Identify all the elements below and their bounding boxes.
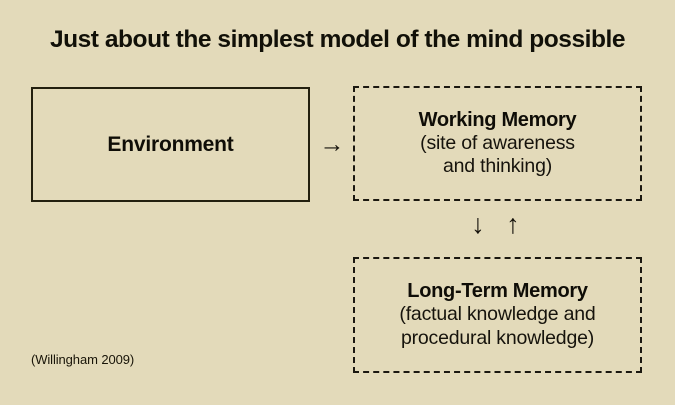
working-memory-title: Working Memory bbox=[418, 108, 577, 131]
arrow-down-icon: ↓ bbox=[471, 209, 485, 239]
page-title: Just about the simplest model of the min… bbox=[49, 26, 626, 53]
long-term-memory-subtitle-line-1: (factual knowledge and bbox=[399, 303, 596, 326]
long-term-memory-subtitle: (factual knowledge and procedural knowle… bbox=[399, 303, 595, 350]
environment-box: Environment bbox=[31, 87, 310, 202]
working-memory-box: Working Memory (site of awareness and th… bbox=[353, 86, 642, 201]
arrow-up-icon: ↑ bbox=[506, 209, 520, 239]
long-term-memory-title: Long-Term Memory bbox=[407, 280, 588, 303]
working-memory-subtitle-line-2: and thinking) bbox=[442, 155, 553, 177]
long-term-memory-subtitle-line-2: procedural knowledge) bbox=[400, 326, 595, 349]
long-term-memory-box: Long-Term Memory (factual knowledge and … bbox=[353, 257, 642, 373]
environment-label: Environment bbox=[107, 132, 234, 156]
working-memory-subtitle-line-1: (site of awareness bbox=[420, 131, 575, 154]
working-memory-subtitle: (site of awareness and thinking) bbox=[420, 132, 575, 179]
arrow-right-icon: → bbox=[319, 130, 345, 158]
citation-text: (Willingham 2009) bbox=[31, 352, 135, 367]
